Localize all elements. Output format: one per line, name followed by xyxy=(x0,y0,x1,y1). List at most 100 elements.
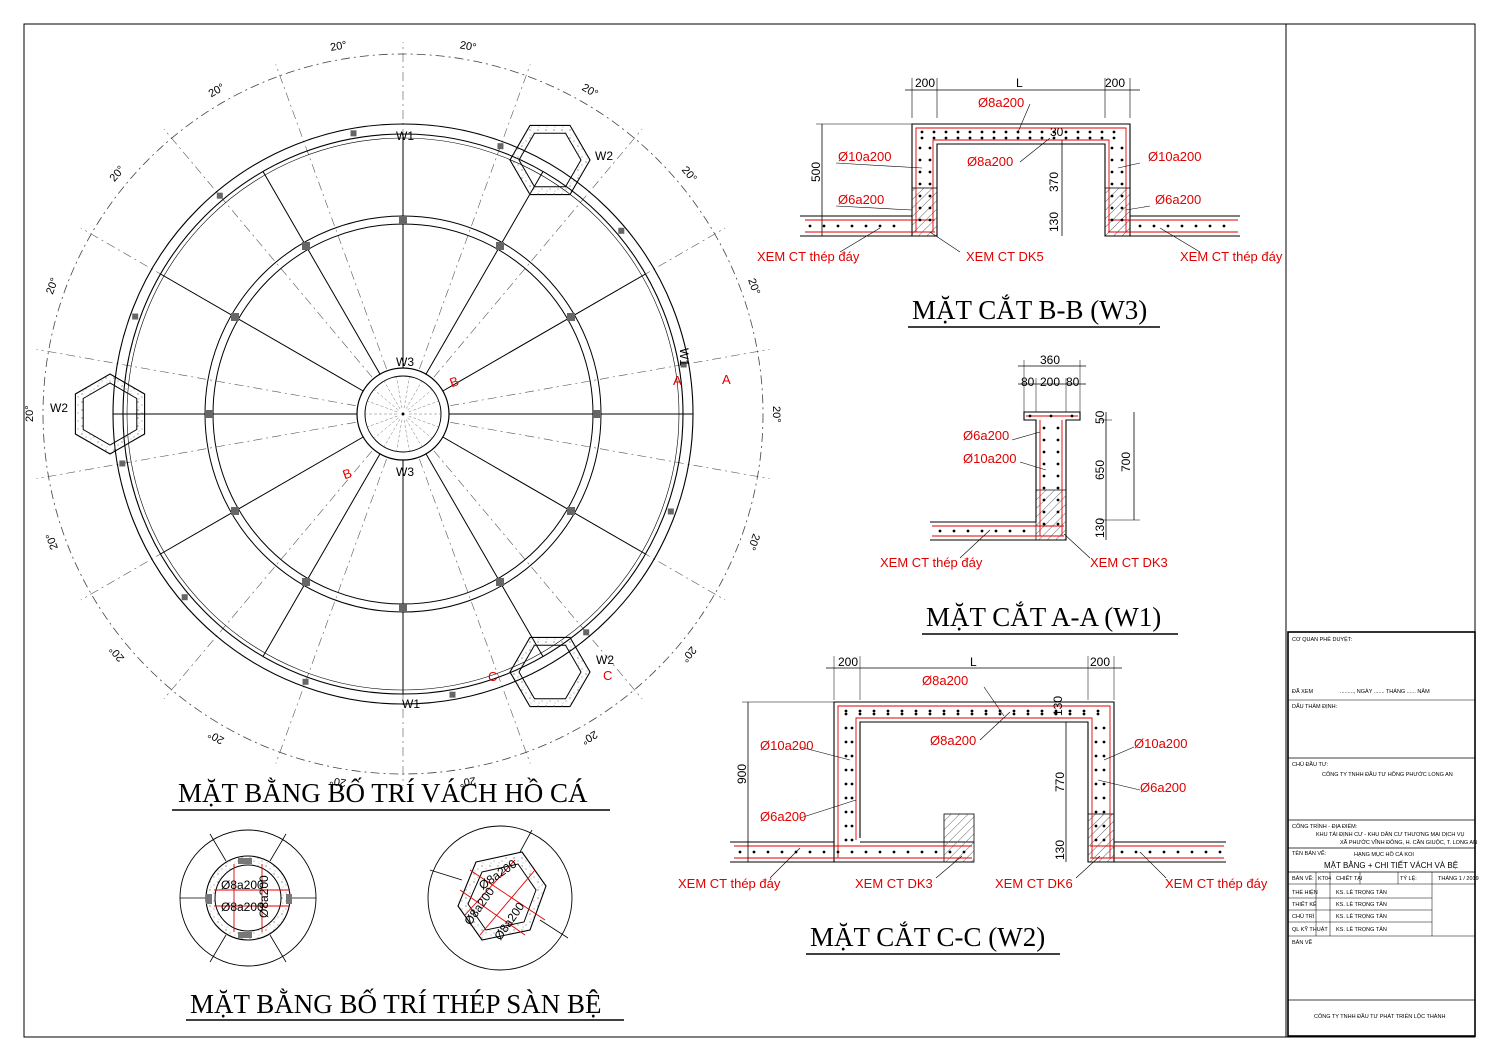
bb-dim-130: 130 xyxy=(1047,212,1061,232)
rebar-dot xyxy=(1112,130,1116,134)
rebar-dot xyxy=(1110,158,1114,162)
cc-note-dk3: XEM CT DK3 xyxy=(855,876,933,891)
rebar-dot xyxy=(1016,136,1020,140)
bb-dim-200-left: 200 xyxy=(915,76,935,90)
tb-name-4: KS. LÊ TRỌNG TÂN xyxy=(1336,925,1387,933)
rebar-dot xyxy=(1056,426,1060,430)
rebar-dot xyxy=(932,130,936,134)
rebar-dot xyxy=(920,850,924,854)
rebar-dot xyxy=(1094,726,1098,730)
rebar-dot xyxy=(984,709,988,713)
rebar-dot xyxy=(918,170,922,174)
rebar-dot xyxy=(1056,450,1060,454)
tb-review-label: BẢN VẼ xyxy=(1292,939,1313,946)
rebar-dot xyxy=(1102,838,1106,842)
rebar-dot xyxy=(1100,136,1104,140)
rebar-dot xyxy=(844,709,848,713)
rebar-dot xyxy=(1070,414,1074,418)
rebar-dot xyxy=(766,850,770,854)
rebar-dot xyxy=(850,726,854,730)
rebar-dot xyxy=(892,224,896,228)
rebar-dot xyxy=(944,130,948,134)
rebar-dot xyxy=(1120,146,1124,150)
cc-dim-200-right: 200 xyxy=(1090,655,1110,669)
rebar-dot xyxy=(980,130,984,134)
rebar-dot xyxy=(1176,850,1180,854)
rebar-dot xyxy=(1112,136,1116,140)
column-node xyxy=(567,507,576,515)
tb-item: HẠNG MỤC HỒ CÁ KOI xyxy=(1354,851,1414,858)
rebar-dot xyxy=(1056,510,1060,514)
radial-axis-line xyxy=(80,437,362,601)
rebar-dot xyxy=(1102,740,1106,744)
rebar-dot xyxy=(844,712,848,716)
center-tick xyxy=(396,376,403,409)
rebar-dot xyxy=(980,136,984,140)
rebar-dot xyxy=(938,529,942,533)
radial-axis-line xyxy=(163,450,373,700)
spoke-beam xyxy=(425,453,544,657)
radial-axis-line xyxy=(433,128,643,378)
wall-node xyxy=(302,678,309,685)
plan-label-w1-top: W1 xyxy=(396,129,414,143)
rebar-dot xyxy=(1120,158,1124,162)
hexagon-w2-fill xyxy=(509,637,591,707)
rebar-dot xyxy=(850,796,854,800)
rebar-dot xyxy=(1056,462,1060,466)
slab-title: MẶT BẰNG BỐ TRÍ THÉP SÀN BỆ xyxy=(190,988,602,1019)
rebar-dot xyxy=(906,850,910,854)
hexagon-w2-fill xyxy=(509,125,591,195)
wall-node xyxy=(181,594,188,601)
rebar-dot xyxy=(1042,450,1046,454)
wall-node xyxy=(618,227,625,234)
wall-node xyxy=(132,313,139,320)
rebar-dot xyxy=(1026,709,1030,713)
aa-dim-80-left: 80 xyxy=(1021,375,1035,389)
rebar-dot xyxy=(1076,130,1080,134)
rebar-dot xyxy=(1082,709,1086,713)
rebar-dot xyxy=(850,754,854,758)
slab-rebar-label-2: Ø8a200 xyxy=(221,900,264,914)
tb-col-4: TỶ LỆ: xyxy=(1400,874,1417,882)
bb-dim-200-right: 200 xyxy=(1105,76,1125,90)
tb-col-2: KT04 xyxy=(1318,876,1331,882)
aa-dim-360: 360 xyxy=(1040,353,1060,367)
wall-node xyxy=(216,192,223,199)
rebar-dot xyxy=(928,170,932,174)
rebar-dot xyxy=(1110,218,1114,222)
plan-label-w3-bottom: W3 xyxy=(396,465,414,479)
tb-approval-label: CƠ QUAN PHÊ DUYỆT: xyxy=(1292,635,1353,643)
rebar-dot xyxy=(1064,136,1068,140)
rebar-dot xyxy=(968,130,972,134)
rebar-dot xyxy=(1042,510,1046,514)
rebar-dot xyxy=(1102,768,1106,772)
rebar-dot xyxy=(878,224,882,228)
center-point xyxy=(401,412,405,416)
tb-project-line-1: KHU TÁI ĐỊNH CƯ - KHU DÂN CƯ THƯƠNG MẠI … xyxy=(1316,831,1465,838)
rebar-dot xyxy=(858,709,862,713)
rebar-dot xyxy=(1204,850,1208,854)
rebar-dot xyxy=(966,529,970,533)
rebar-dot xyxy=(1110,182,1114,186)
rebar-dot xyxy=(844,838,848,842)
aa-dim-200: 200 xyxy=(1040,375,1060,389)
tb-approval-line-tail: ........., NGÀY ....... THÁNG ...... NĂM xyxy=(1340,688,1430,695)
rebar-dot xyxy=(928,206,932,210)
rebar-dot xyxy=(1068,712,1072,716)
rebar-dot xyxy=(1102,782,1106,786)
center-tick xyxy=(403,376,410,409)
rebar-dot xyxy=(844,754,848,758)
cc-note-floor-right: XEM CT thép đáy xyxy=(1165,876,1268,891)
rebar-dot xyxy=(1026,712,1030,716)
rebar-dot xyxy=(886,709,890,713)
rebar-dot xyxy=(1102,810,1106,814)
rebar-dot xyxy=(1008,529,1012,533)
fish-pond-wall-plan: 20°20°20°20°20°20°20°20°20°20°20°20°20°2… xyxy=(24,39,782,811)
angle-label: 20° xyxy=(745,532,762,552)
aa-rebar-10a200: Ø10a200 xyxy=(963,451,1017,466)
slab-rebar-detail-center: Ø8a200 Ø8a200 Ø8a200 xyxy=(179,829,317,967)
rebar-dot xyxy=(1120,850,1124,854)
rebar-dot xyxy=(1042,498,1046,502)
rebar-dot xyxy=(920,136,924,140)
